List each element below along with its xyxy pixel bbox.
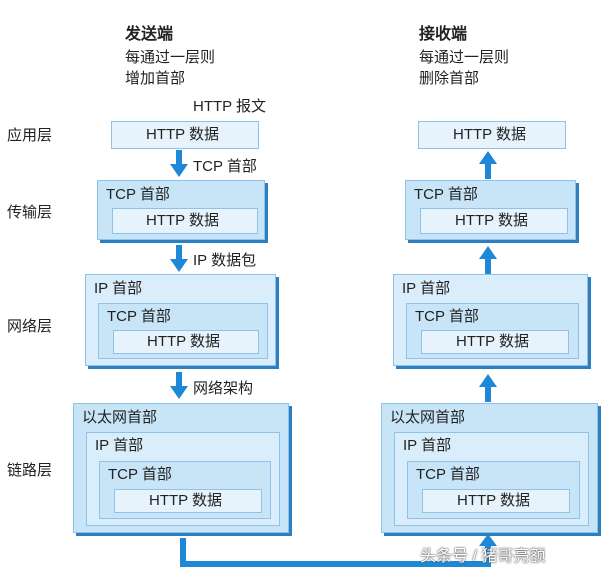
receiver-link-http-data-label: HTTP 数据 — [457, 492, 531, 509]
sender-app-http-data-label: HTTP 数据 — [146, 126, 220, 143]
sender-transport-tcp-header-label: TCP 首部 — [106, 186, 170, 203]
sender-transport-box: TCP 首部 HTTP 数据 — [97, 180, 265, 240]
sender-link-ip-box: IP 首部 TCP 首部 HTTP 数据 — [86, 432, 280, 526]
receiver-transport-box: TCP 首部 HTTP 数据 — [405, 180, 576, 240]
receiver-desc-line2: 删除首部 — [419, 70, 480, 87]
layer-label-transport: 传输层 — [7, 204, 53, 221]
sender-network-tcp-box: TCP 首部 HTTP 数据 — [98, 303, 268, 359]
receiver-link-box: 以太网首部 IP 首部 TCP 首部 HTTP 数据 — [381, 403, 598, 533]
sender-desc-line2: 增加首部 — [125, 70, 186, 87]
label-ip-packet: IP 数据包 — [193, 252, 257, 269]
layer-label-link: 链路层 — [7, 462, 53, 479]
sender-network-http-data-box: HTTP 数据 — [113, 330, 259, 354]
sender-network-tcp-header-label: TCP 首部 — [107, 308, 171, 325]
receiver-arrow-transport-to-app-icon — [479, 151, 497, 179]
receiver-link-http-data-box: HTTP 数据 — [422, 489, 570, 513]
receiver-network-http-data-label: HTTP 数据 — [456, 333, 530, 350]
sender-link-tcp-header-label: TCP 首部 — [108, 466, 172, 483]
receiver-transport-http-data-label: HTTP 数据 — [455, 212, 529, 229]
sender-network-box: IP 首部 TCP 首部 HTTP 数据 — [85, 274, 276, 366]
receiver-arrow-link-to-network-icon — [479, 374, 497, 402]
sender-arrow-network-to-link-icon — [170, 372, 188, 399]
sender-transport-http-data-label: HTTP 数据 — [146, 212, 220, 229]
sender-link-eth-header-label: 以太网首部 — [82, 409, 158, 426]
sender-network-ip-header-label: IP 首部 — [94, 280, 143, 297]
sender-link-http-data-label: HTTP 数据 — [149, 492, 223, 509]
label-ethernet-frame: 网络架构 — [193, 380, 254, 397]
receiver-link-ip-box: IP 首部 TCP 首部 HTTP 数据 — [394, 432, 589, 526]
sender-network-http-data-label: HTTP 数据 — [147, 333, 221, 350]
receiver-arrow-network-to-transport-icon — [479, 246, 497, 274]
receiver-network-http-data-box: HTTP 数据 — [421, 330, 569, 354]
sender-arrow-app-to-transport-icon — [170, 150, 188, 177]
receiver-app-http-data-label: HTTP 数据 — [453, 126, 527, 143]
receiver-title: 接收端 — [419, 26, 468, 43]
label-tcp-header: TCP 首部 — [193, 158, 257, 175]
receiver-link-ip-header-label: IP 首部 — [403, 437, 452, 454]
layer-label-application: 应用层 — [7, 127, 53, 144]
receiver-app-http-data-box: HTTP 数据 — [418, 121, 566, 149]
layer-label-network: 网络层 — [7, 318, 53, 335]
receiver-link-tcp-header-label: TCP 首部 — [416, 466, 480, 483]
sender-link-http-data-box: HTTP 数据 — [114, 489, 262, 513]
sender-link-tcp-box: TCP 首部 HTTP 数据 — [99, 461, 271, 519]
receiver-link-tcp-box: TCP 首部 HTTP 数据 — [407, 461, 580, 519]
sender-transport-http-data-box: HTTP 数据 — [112, 208, 258, 234]
sender-link-box: 以太网首部 IP 首部 TCP 首部 HTTP 数据 — [73, 403, 289, 533]
sender-app-http-data-box: HTTP 数据 — [111, 121, 259, 149]
sender-link-ip-header-label: IP 首部 — [95, 437, 144, 454]
receiver-transport-http-data-box: HTTP 数据 — [420, 208, 568, 234]
receiver-desc-line1: 每通过一层则 — [419, 49, 510, 66]
receiver-network-tcp-box: TCP 首部 HTTP 数据 — [406, 303, 579, 359]
label-http-message: HTTP 报文 — [193, 98, 267, 115]
sender-title: 发送端 — [125, 26, 174, 43]
watermark: 头条号 / 猪哥亮额 — [420, 548, 546, 565]
receiver-network-tcp-header-label: TCP 首部 — [415, 308, 479, 325]
sender-desc-line1: 每通过一层则 — [125, 49, 216, 66]
receiver-network-ip-header-label: IP 首部 — [402, 280, 451, 297]
receiver-transport-tcp-header-label: TCP 首部 — [414, 186, 478, 203]
sender-arrow-transport-to-network-icon — [170, 245, 188, 272]
receiver-link-eth-header-label: 以太网首部 — [390, 409, 466, 426]
receiver-network-box: IP 首部 TCP 首部 HTTP 数据 — [393, 274, 588, 366]
